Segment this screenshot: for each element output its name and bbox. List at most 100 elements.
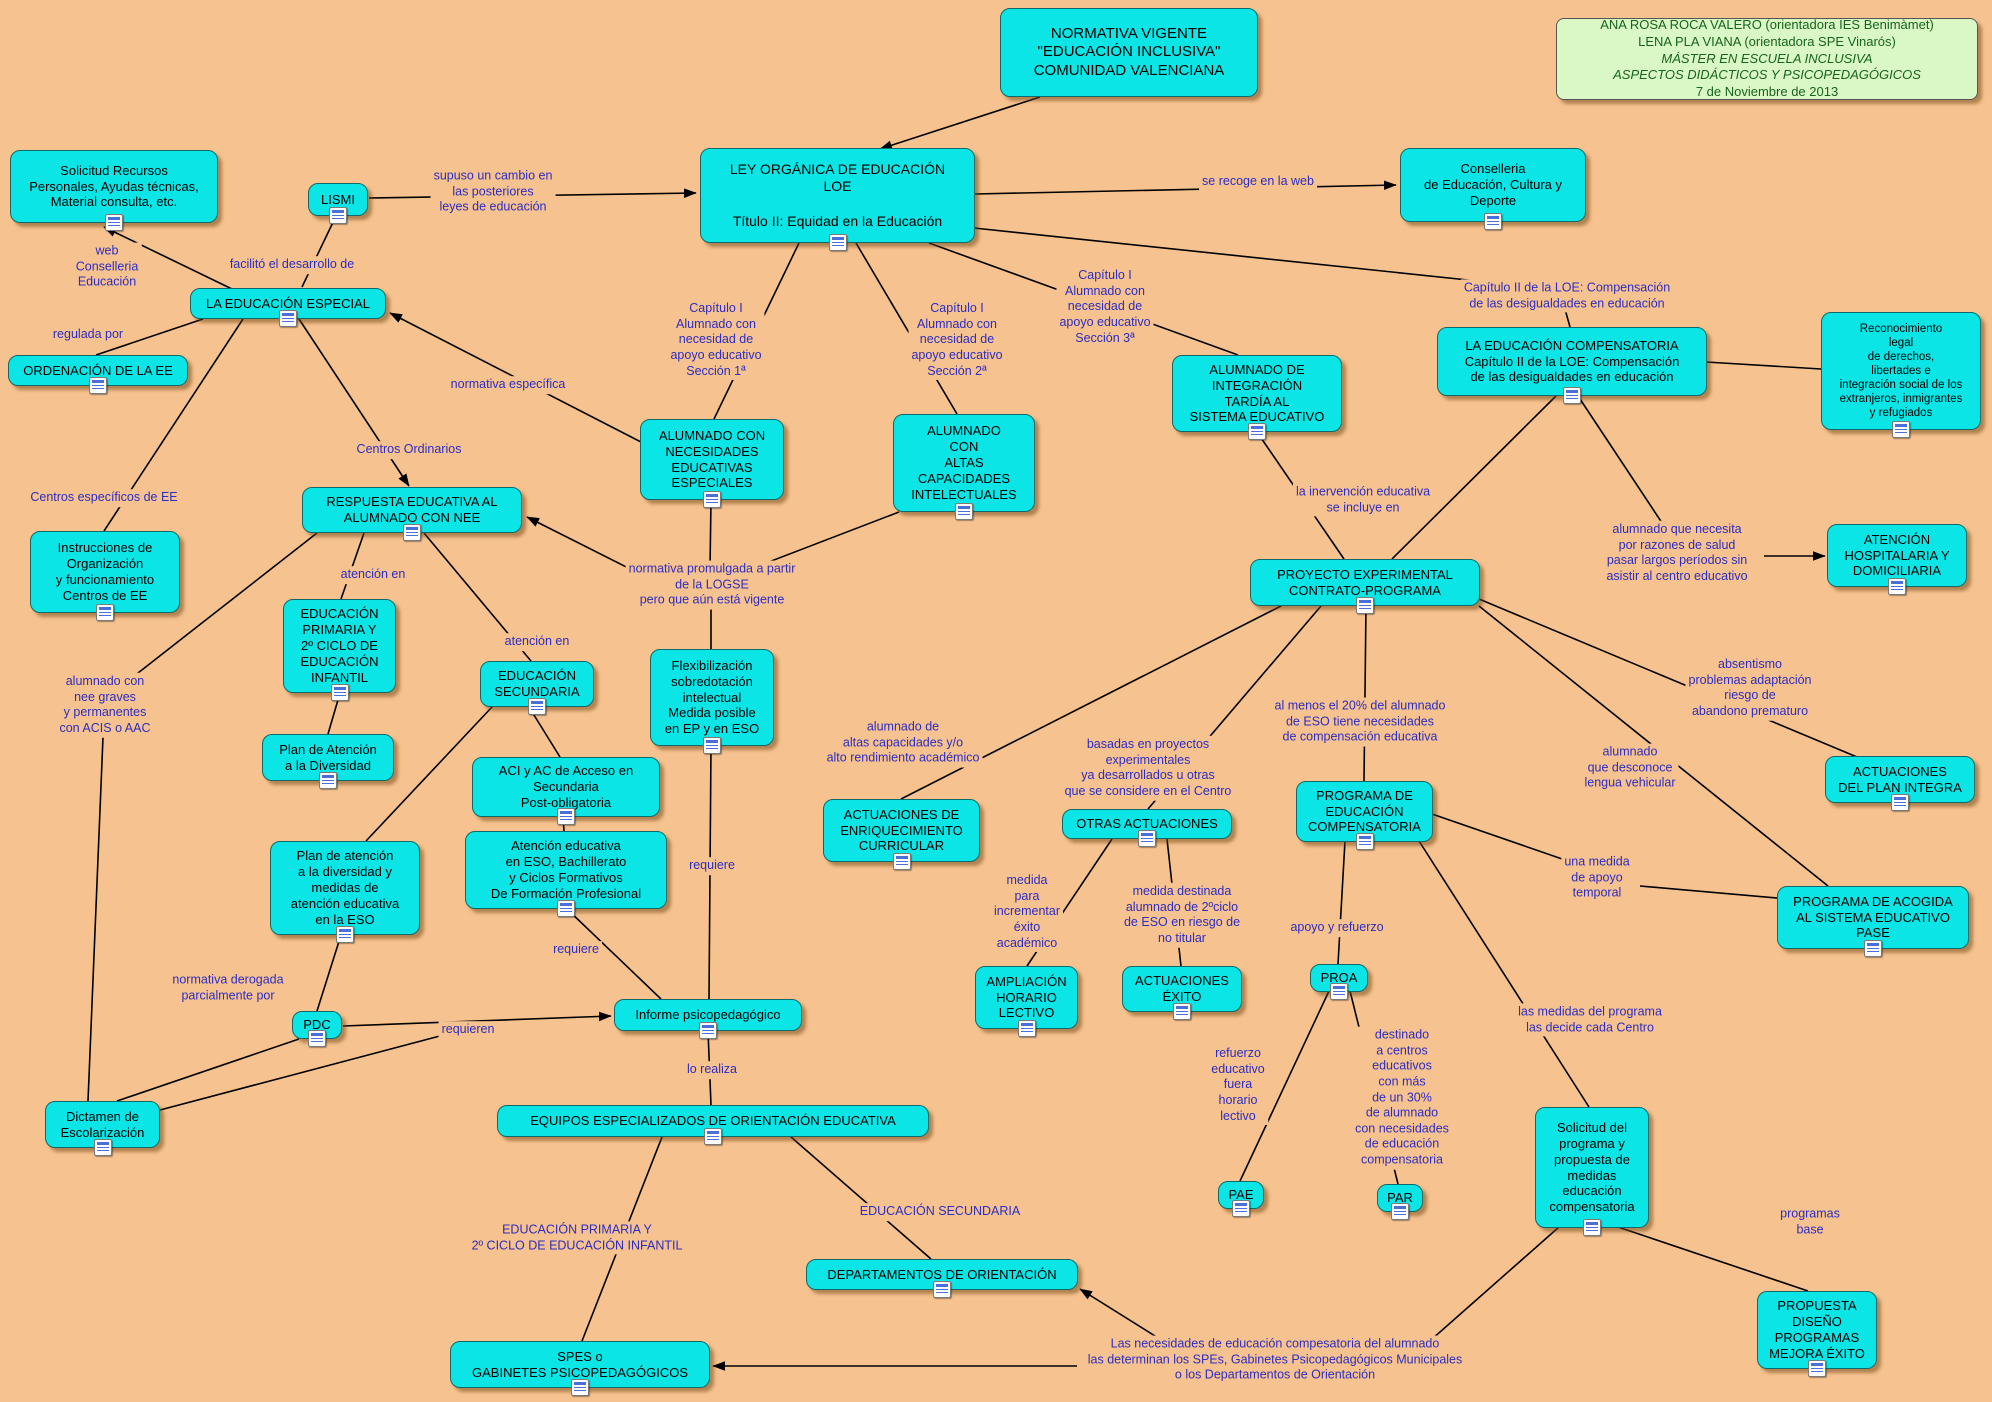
resource-link-icon[interactable] [330, 684, 349, 701]
node-atencion-hospitalaria[interactable]: ATENCIÓN HOSPITALARIA Y DOMICILIARIA [1827, 524, 1967, 595]
node-loe[interactable]: LEY ORGÁNICA DE EDUCACIÓN LOE Título II:… [700, 148, 975, 251]
resource-link-icon[interactable] [699, 1022, 717, 1039]
resource-link-icon[interactable] [1563, 387, 1581, 404]
resource-link-icon[interactable] [1391, 1203, 1409, 1220]
node-educacion-especial[interactable]: LA EDUCACIÓN ESPECIAL [190, 288, 386, 327]
resource-link-icon[interactable] [1017, 1020, 1036, 1037]
node-proa[interactable]: PROA [1310, 964, 1368, 1000]
note-line: 7 de Noviembre de 2013 [1695, 84, 1839, 100]
resource-link-icon[interactable] [1583, 1219, 1601, 1236]
node-equipos-orientacion[interactable]: EQUIPOS ESPECIALIZADOS DE ORIENTACIÓN ED… [497, 1105, 929, 1145]
node-programa-pase[interactable]: PROGRAMA DE ACOGIDA AL SISTEMA EDUCATIVO… [1777, 886, 1969, 957]
resource-link-icon[interactable] [703, 737, 721, 754]
resource-link-icon[interactable] [528, 698, 546, 715]
resource-link-icon[interactable] [704, 1128, 722, 1145]
node-enriquecimiento-curricular[interactable]: ACTUACIONES DE ENRIQUECIMIENTO CURRICULA… [823, 799, 980, 870]
resource-link-icon[interactable] [96, 604, 114, 621]
node-plan-atencion-diversidad[interactable]: Plan de Atención a la Diversidad [262, 734, 394, 789]
connector-line-38 [116, 1038, 300, 1102]
node-propuesta-mejora[interactable]: PROPUESTA DISEÑO PROGRAMAS MEJORA ÉXITO [1757, 1291, 1877, 1377]
resource-link-icon[interactable] [336, 926, 354, 943]
node-dictamen[interactable]: Dictamen de Escolarización [45, 1101, 160, 1156]
resource-link-icon[interactable] [892, 853, 911, 870]
connector-line-31 [528, 706, 561, 758]
resource-link-icon[interactable] [1864, 940, 1882, 957]
connector-line-54 [1422, 1226, 1560, 1348]
resource-link-icon[interactable] [89, 377, 107, 394]
node-educacion-primaria[interactable]: EDUCACIÓN PRIMARIA Y 2º CICLO DE EDUCACI… [283, 599, 396, 701]
resource-link-icon[interactable] [308, 1030, 326, 1047]
link-label-web-conselleria: web Conselleria Educación [72, 242, 142, 292]
node-educacion-secundaria[interactable]: EDUCACIÓN SECUNDARIA [480, 661, 594, 715]
resource-link-icon[interactable] [571, 1379, 589, 1396]
resource-link-icon[interactable] [1248, 423, 1266, 440]
connector-line-56 [1079, 1288, 1164, 1342]
connector-line-23 [1363, 605, 1367, 782]
link-label-centros-ordinarios: Centros Ordinarios [353, 441, 465, 459]
resource-link-icon[interactable] [703, 491, 721, 508]
link-label-normativa-especifica: normativa específica [447, 376, 569, 394]
node-otras-actuaciones[interactable]: OTRAS ACTUACIONES [1062, 809, 1232, 847]
resource-link-icon[interactable] [1356, 597, 1374, 614]
node-proyecto-contrato-programa[interactable]: PROYECTO EXPERIMENTAL CONTRATO-PROGRAMA [1250, 559, 1480, 614]
link-label-medidas-centro: las medidas del programa las decide cada… [1515, 1003, 1665, 1037]
resource-link-icon[interactable] [557, 808, 575, 825]
resource-link-icon[interactable] [933, 1281, 951, 1298]
resource-link-icon[interactable] [1355, 833, 1374, 850]
link-label-alumnado-salud: alumnado que necesita por razones de sal… [1603, 520, 1751, 586]
link-label-se-recoge-web: se recoge en la web [1199, 173, 1317, 191]
node-flexibilizacion[interactable]: Flexibilización sobredotación intelectua… [650, 649, 774, 754]
node-ampliacion-horario[interactable]: AMPLIACIÓN HORARIO LECTIVO [975, 966, 1078, 1037]
resource-link-icon[interactable] [403, 524, 421, 541]
node-lismi[interactable]: LISMI [308, 183, 368, 224]
node-plan-atencion-eso[interactable]: Plan de atención a la diversidad y medid… [270, 841, 420, 943]
node-conselleria[interactable]: Conselleria de Educación, Cultura y Depo… [1400, 148, 1586, 230]
connector-line-36 [316, 934, 342, 1012]
node-plan-integra[interactable]: ACTUACIONES DEL PLAN INTEGRA [1825, 756, 1975, 811]
resource-link-icon[interactable] [1891, 794, 1909, 811]
node-par[interactable]: PAR [1377, 1184, 1423, 1220]
resource-link-icon[interactable] [828, 234, 847, 251]
node-pdc[interactable]: PDC [292, 1011, 342, 1047]
link-label-medida-incrementar: medida para incrementar éxito académico [991, 871, 1063, 953]
resource-link-icon[interactable] [279, 310, 297, 327]
resource-link-icon[interactable] [1808, 1360, 1826, 1377]
node-ordenacion-ee[interactable]: ORDENACIÓN DE LA EE [8, 355, 188, 394]
node-departamentos-orientacion[interactable]: DEPARTAMENTOS DE ORIENTACIÓN [806, 1259, 1078, 1298]
node-respuesta-educativa[interactable]: RESPUESTA EDUCATIVA AL ALUMNADO CON NEE [302, 487, 522, 541]
node-programa-compensatoria[interactable]: PROGRAMA DE EDUCACIÓN COMPENSATORIA [1296, 781, 1433, 850]
node-atencion-educativa-eso[interactable]: Atención educativa en ESO, Bachillerato … [465, 831, 667, 917]
connector-line-28 [340, 532, 365, 600]
node-credits[interactable]: ANA ROSA ROCA VALERO (orientadora IES Be… [1556, 17, 1978, 100]
node-educacion-compensatoria[interactable]: LA EDUCACIÓN COMPENSATORIA Capítulo II d… [1437, 327, 1707, 404]
resource-link-icon[interactable] [1888, 578, 1906, 595]
node-instrucciones[interactable]: Instrucciones de Organización y funciona… [30, 531, 180, 621]
node-aci-ac[interactable]: ACI y AC de Acceso en Secundaria Post-ob… [472, 757, 660, 825]
node-alumnado-nee[interactable]: ALUMNADO CON NECESIDADES EDUCATIVAS ESPE… [640, 419, 784, 508]
resource-link-icon[interactable] [1138, 830, 1156, 847]
connector-line-14 [1705, 361, 1822, 370]
resource-link-icon[interactable] [1892, 421, 1910, 438]
resource-link-icon[interactable] [319, 772, 337, 789]
node-pae[interactable]: PAE [1218, 1181, 1264, 1217]
node-actuaciones-exito[interactable]: ACTUACIONES ÉXITO [1122, 966, 1242, 1020]
node-informe-psicopedagogico[interactable]: Informe psicopedagógico [614, 999, 802, 1039]
node-solicitud-programa[interactable]: Solicitud del programa y propuesta de me… [1535, 1107, 1649, 1236]
node-solicitud-recursos[interactable]: Solicitud Recursos Personales, Ayudas té… [10, 150, 218, 231]
resource-link-icon[interactable] [1173, 1003, 1191, 1020]
resource-link-icon[interactable] [955, 503, 973, 520]
resource-link-icon[interactable] [329, 207, 347, 224]
resource-link-icon[interactable] [105, 214, 123, 231]
link-label-basadas-proyectos: basadas en proyectos experimentales ya d… [1061, 735, 1235, 801]
resource-link-icon[interactable] [93, 1139, 112, 1156]
node-alumnado-altas-capacidades[interactable]: ALUMNADO CON ALTAS CAPACIDADES INTELECTU… [893, 414, 1035, 520]
connector-line-51 [1639, 885, 1789, 900]
resource-link-icon[interactable] [1484, 213, 1502, 230]
resource-link-icon[interactable] [1330, 983, 1348, 1000]
node-reconocimiento-legal[interactable]: Reconocimiento legal de derechos, libert… [1821, 312, 1981, 438]
node-title[interactable]: NORMATIVA VIGENTE "EDUCACIÓN INCLUSIVA" … [1000, 8, 1258, 97]
resource-link-icon[interactable] [1232, 1200, 1250, 1217]
resource-link-icon[interactable] [557, 900, 575, 917]
node-spes-gabinetes[interactable]: SPES o GABINETES PSICOPEDAGÓGICOS [450, 1341, 710, 1396]
node-alumnado-integracion-tardia[interactable]: ALUMNADO DE INTEGRACIÓN TARDÍA AL SISTEM… [1172, 355, 1342, 440]
